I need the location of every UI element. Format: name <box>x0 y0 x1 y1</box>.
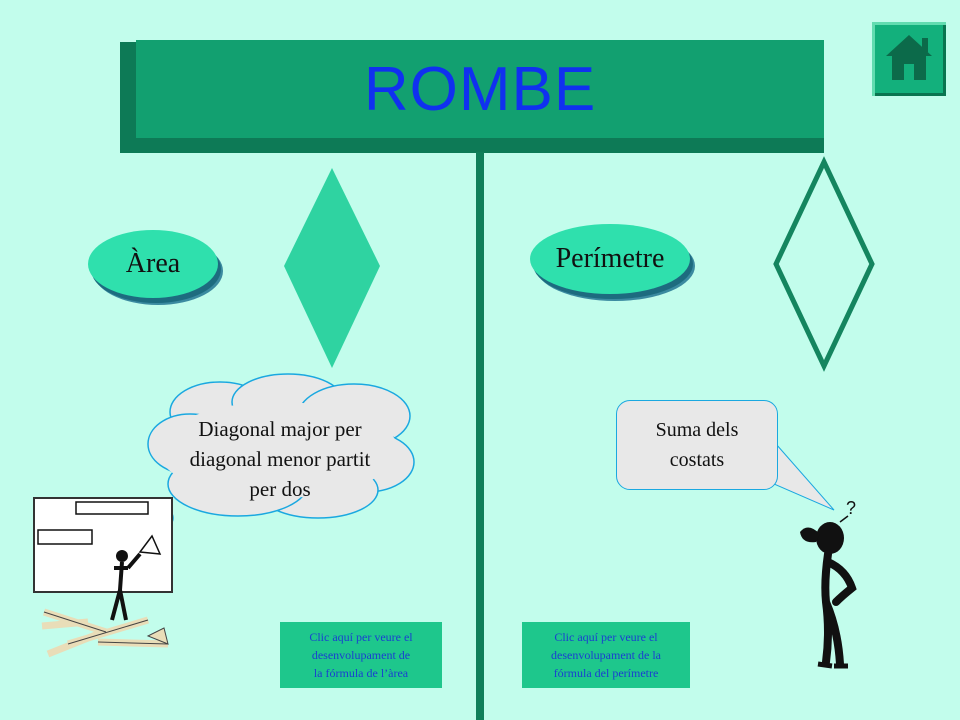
area-link-line-1: Clic aquí per veure el <box>309 630 413 644</box>
divider-pole <box>476 152 484 720</box>
area-badge-label: Àrea <box>125 248 181 279</box>
title-board-bottom <box>120 138 824 153</box>
title-board-side <box>120 42 136 152</box>
page-title: ROMBE <box>363 54 597 124</box>
area-link-line-3: la fórmula de l’àrea <box>313 666 409 680</box>
perimeter-link-line-1: Clic aquí per veure el <box>554 630 658 644</box>
area-formula-line-2: diagonal menor partit <box>189 447 371 471</box>
area-formula-text: Diagonal major per diagonal menor partit… <box>160 414 400 504</box>
area-formula-line-3: per dos <box>249 477 311 501</box>
perimeter-link-line-2: desenvolupament de la <box>551 648 661 662</box>
area-badge: Àrea <box>88 230 218 298</box>
home-button[interactable] <box>872 22 946 96</box>
rhombus-outline-icon <box>773 156 875 372</box>
svg-text:?: ? <box>846 498 856 518</box>
perimeter-formula-line-2: costats <box>669 449 725 471</box>
thinker-figure-icon: ? <box>800 498 857 669</box>
perimeter-link-line-3: fórmula del perímetre <box>553 666 659 680</box>
area-link-line-2: desenvolupament de <box>311 648 411 662</box>
area-formula-link[interactable]: Clic aquí per veure el desenvolupament d… <box>280 622 442 688</box>
teacher-figure-icon <box>33 497 173 658</box>
perimeter-formula-line-1: Suma dels <box>655 419 739 441</box>
speech-bubble: Suma dels costats <box>616 400 778 490</box>
area-formula-line-1: Diagonal major per <box>198 417 362 441</box>
perimeter-badge-label: Perímetre <box>555 243 665 274</box>
home-icon <box>886 35 932 80</box>
perimeter-badge: Perímetre <box>530 224 690 294</box>
perimeter-formula-link[interactable]: Clic aquí per veure el desenvolupament d… <box>522 622 690 688</box>
thought-cloud <box>141 373 415 537</box>
title-board: ROMBE <box>136 40 824 138</box>
rhombus-filled-icon <box>284 168 380 368</box>
